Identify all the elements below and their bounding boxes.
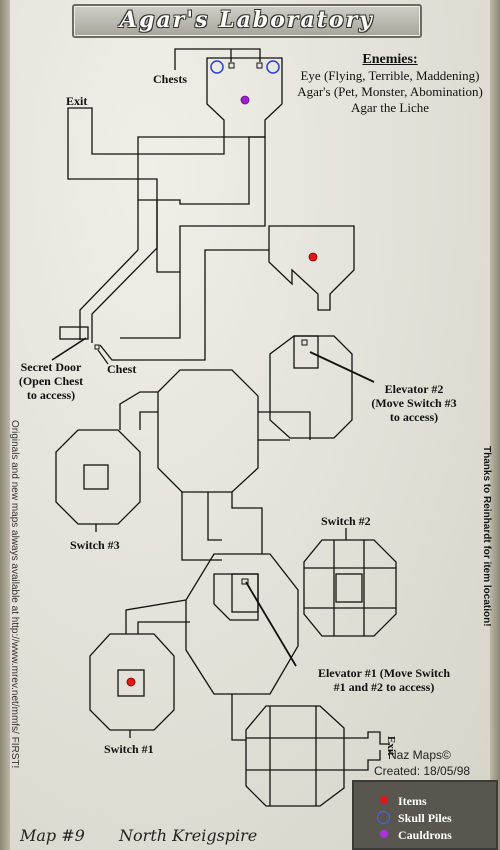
- secret-door-pointer: [51, 337, 87, 361]
- room-switch3: [55, 429, 141, 525]
- item-icon: [126, 677, 136, 687]
- switch2-label: Switch #2: [321, 514, 371, 528]
- legend-box: Items Skull Piles Cauldrons: [352, 780, 498, 850]
- elevator1-label: Elevator #1 (Move Switch #1 and #2 to ac…: [317, 666, 451, 694]
- map-number: Map #9: [20, 826, 85, 845]
- elevator2-shaft: [293, 335, 319, 369]
- room-elevator2: [269, 335, 353, 439]
- chest-marker-2: [256, 62, 263, 69]
- enemy-line: Agar the Liche: [351, 100, 429, 115]
- switch1-label: Switch #1: [104, 742, 154, 756]
- legend-row-cauldrons: Cauldrons: [354, 826, 496, 844]
- map-title: Agar's Laboratory: [120, 7, 374, 33]
- room-switch2: [303, 539, 397, 637]
- room-lower-middle: [185, 553, 299, 695]
- room-elevator1: [213, 573, 259, 621]
- switch3-pillar: [83, 464, 109, 490]
- left-credit-vertical: Originals and new maps always available …: [9, 420, 20, 769]
- item-icon: [308, 252, 318, 262]
- enemies-header: Enemies:: [362, 52, 418, 67]
- elevator2-marker: [301, 339, 308, 346]
- enemy-line: Agar's (Pet, Monster, Abomination): [297, 84, 483, 99]
- naz-maps-credit: Naz Maps©: [388, 748, 451, 762]
- room-switch1: [89, 633, 175, 731]
- corridor-top: [67, 107, 266, 273]
- room-red-item: [268, 225, 355, 311]
- secret-door-label: Secret Door (Open Chest to access): [18, 360, 84, 402]
- created-date: Created: 18/05/98: [374, 764, 471, 778]
- cauldron-icon: [240, 95, 250, 105]
- secret-door: [59, 326, 89, 340]
- skull-pile-icon: [210, 60, 224, 74]
- room-central-octagon: [157, 369, 259, 493]
- red-dot-icon: [380, 796, 388, 804]
- elevator1-marker: [241, 578, 249, 585]
- chest-pointer-lines: [174, 48, 261, 70]
- switch2-pillar: [335, 573, 363, 603]
- switch1-pillar: [117, 669, 145, 697]
- right-border: [490, 0, 500, 850]
- elevator1-shaft: [231, 573, 259, 613]
- chest-marker-3: [94, 344, 100, 350]
- enemy-line: Eye (Flying, Terrible, Maddening): [300, 68, 480, 83]
- map-footer: Map #9 North Kreigspire: [20, 826, 257, 845]
- blue-circle-icon: [377, 811, 390, 824]
- chests-label: Chests: [153, 72, 188, 86]
- enemies-list: Enemies: Eye (Flying, Terrible, Maddenin…: [288, 52, 492, 116]
- exit-top-label: Exit: [66, 94, 88, 108]
- chest-pointer: [97, 349, 109, 365]
- legend-row-items: Items: [354, 792, 496, 810]
- elevator2-label: Elevator #2 (Move Switch #3 to access): [371, 382, 457, 424]
- skull-pile-icon: [266, 60, 280, 74]
- chest-label: Chest: [107, 362, 137, 376]
- left-border: [0, 0, 10, 850]
- chest-marker-1: [228, 62, 235, 69]
- legend-row-skull-piles: Skull Piles: [354, 809, 496, 827]
- elevator1-pointer: [245, 581, 297, 667]
- switch3-label: Switch #3: [70, 538, 120, 552]
- map-region: North Kreigspire: [119, 826, 258, 845]
- elevator2-pointer: [309, 351, 375, 383]
- room-bottom-octagon: [245, 705, 345, 807]
- purple-dot-icon: [380, 830, 388, 838]
- title-banner: Agar's Laboratory: [72, 4, 422, 38]
- right-credit-vertical: Thanks to Reinhardt for item location!: [481, 446, 492, 627]
